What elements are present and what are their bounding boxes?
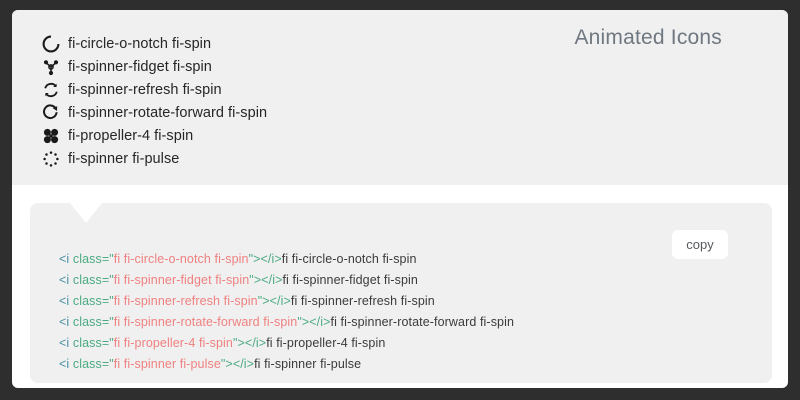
code-token-open: <i	[59, 252, 73, 266]
code-token-attr: class="	[72, 315, 114, 329]
spinner-icon	[34, 147, 68, 170]
code-token-close: "></i>	[297, 315, 331, 329]
code-token-trail: fi fi-circle-o-notch fi-spin	[281, 252, 417, 266]
list-item: fi-propeller-4 fi-spin	[34, 124, 554, 147]
code-token-trail: fi fi-spinner-rotate-forward fi-spin	[330, 315, 515, 329]
code-line[interactable]: <i class="fi fi-spinner fi-pulse"></i>fi…	[59, 354, 759, 375]
code-token-value: fi fi-spinner fi-pulse	[113, 357, 221, 371]
list-item: fi-spinner fi-pulse	[34, 147, 554, 170]
circle-o-notch-icon	[34, 32, 68, 55]
list-item: fi-spinner-refresh fi-spin	[34, 78, 554, 101]
code-token-value: fi fi-circle-o-notch fi-spin	[113, 252, 249, 266]
code-token-open: <i	[59, 294, 73, 308]
code-token-attr: class="	[72, 273, 114, 287]
code-token-open: <i	[59, 336, 73, 350]
spinner-fidget-icon	[34, 55, 68, 78]
list-item-label: fi-propeller-4 fi-spin	[68, 127, 194, 144]
code-token-close: "></i>	[257, 294, 291, 308]
code-line[interactable]: <i class="fi fi-spinner-rotate-forward f…	[59, 312, 759, 333]
code-block-pointer	[70, 203, 102, 223]
list-item: fi-spinner-fidget fi-spin	[34, 55, 554, 78]
code-token-attr: class="	[72, 357, 114, 371]
code-token-trail: fi fi-propeller-4 fi-spin	[266, 336, 386, 350]
icon-demo-panel: Animated Icons fi-circle-o-notch fi-spin	[12, 10, 788, 185]
list-item-label: fi-spinner fi-pulse	[68, 150, 180, 167]
code-token-close: "></i>	[220, 357, 255, 371]
code-token-attr: class="	[72, 336, 114, 350]
code-token-open: <i	[59, 315, 73, 329]
propeller-4-icon	[34, 124, 68, 147]
code-line[interactable]: <i class="fi fi-propeller-4 fi-spin"></i…	[59, 333, 759, 354]
panel-divider	[12, 185, 788, 203]
list-item-label: fi-spinner-rotate-forward fi-spin	[68, 104, 268, 121]
code-token-trail: fi fi-spinner-fidget fi-spin	[282, 273, 418, 287]
code-token-value: fi fi-propeller-4 fi-spin	[113, 336, 233, 350]
code-token-close: "></i>	[233, 336, 267, 350]
code-block: copy <i class="fi fi-circle-o-notch fi-s…	[30, 203, 772, 383]
code-token-attr: class="	[72, 294, 114, 308]
copy-button[interactable]: copy	[672, 230, 728, 259]
content-card: Animated Icons fi-circle-o-notch fi-spin	[12, 10, 788, 388]
code-token-close: "></i>	[249, 273, 283, 287]
spinner-refresh-icon	[34, 78, 68, 101]
code-token-value: fi fi-spinner-fidget fi-spin	[113, 273, 250, 287]
code-token-value: fi fi-spinner-refresh fi-spin	[113, 294, 258, 308]
code-token-attr: class="	[72, 252, 114, 266]
list-item: fi-circle-o-notch fi-spin	[34, 32, 554, 55]
list-item-label: fi-circle-o-notch fi-spin	[68, 35, 212, 52]
code-line-list: <i class="fi fi-circle-o-notch fi-spin">…	[59, 249, 759, 375]
code-line[interactable]: <i class="fi fi-spinner-fidget fi-spin">…	[59, 270, 759, 291]
code-line[interactable]: <i class="fi fi-spinner-refresh fi-spin"…	[59, 291, 759, 312]
code-line[interactable]: <i class="fi fi-circle-o-notch fi-spin">…	[59, 249, 759, 270]
list-item-label: fi-spinner-refresh fi-spin	[68, 81, 222, 98]
code-token-open: <i	[59, 357, 73, 371]
list-item-label: fi-spinner-fidget fi-spin	[68, 58, 212, 75]
code-token-trail: fi fi-spinner fi-pulse	[254, 357, 362, 371]
code-token-trail: fi fi-spinner-refresh fi-spin	[290, 294, 435, 308]
page-title: Animated Icons	[574, 26, 722, 49]
code-token-value: fi fi-spinner-rotate-forward fi-spin	[113, 315, 298, 329]
list-item: fi-spinner-rotate-forward fi-spin	[34, 101, 554, 124]
code-token-open: <i	[59, 273, 73, 287]
spinner-rotate-forward-icon	[34, 101, 68, 124]
code-token-close: "></i>	[248, 252, 282, 266]
icon-list: fi-circle-o-notch fi-spin	[34, 32, 554, 170]
